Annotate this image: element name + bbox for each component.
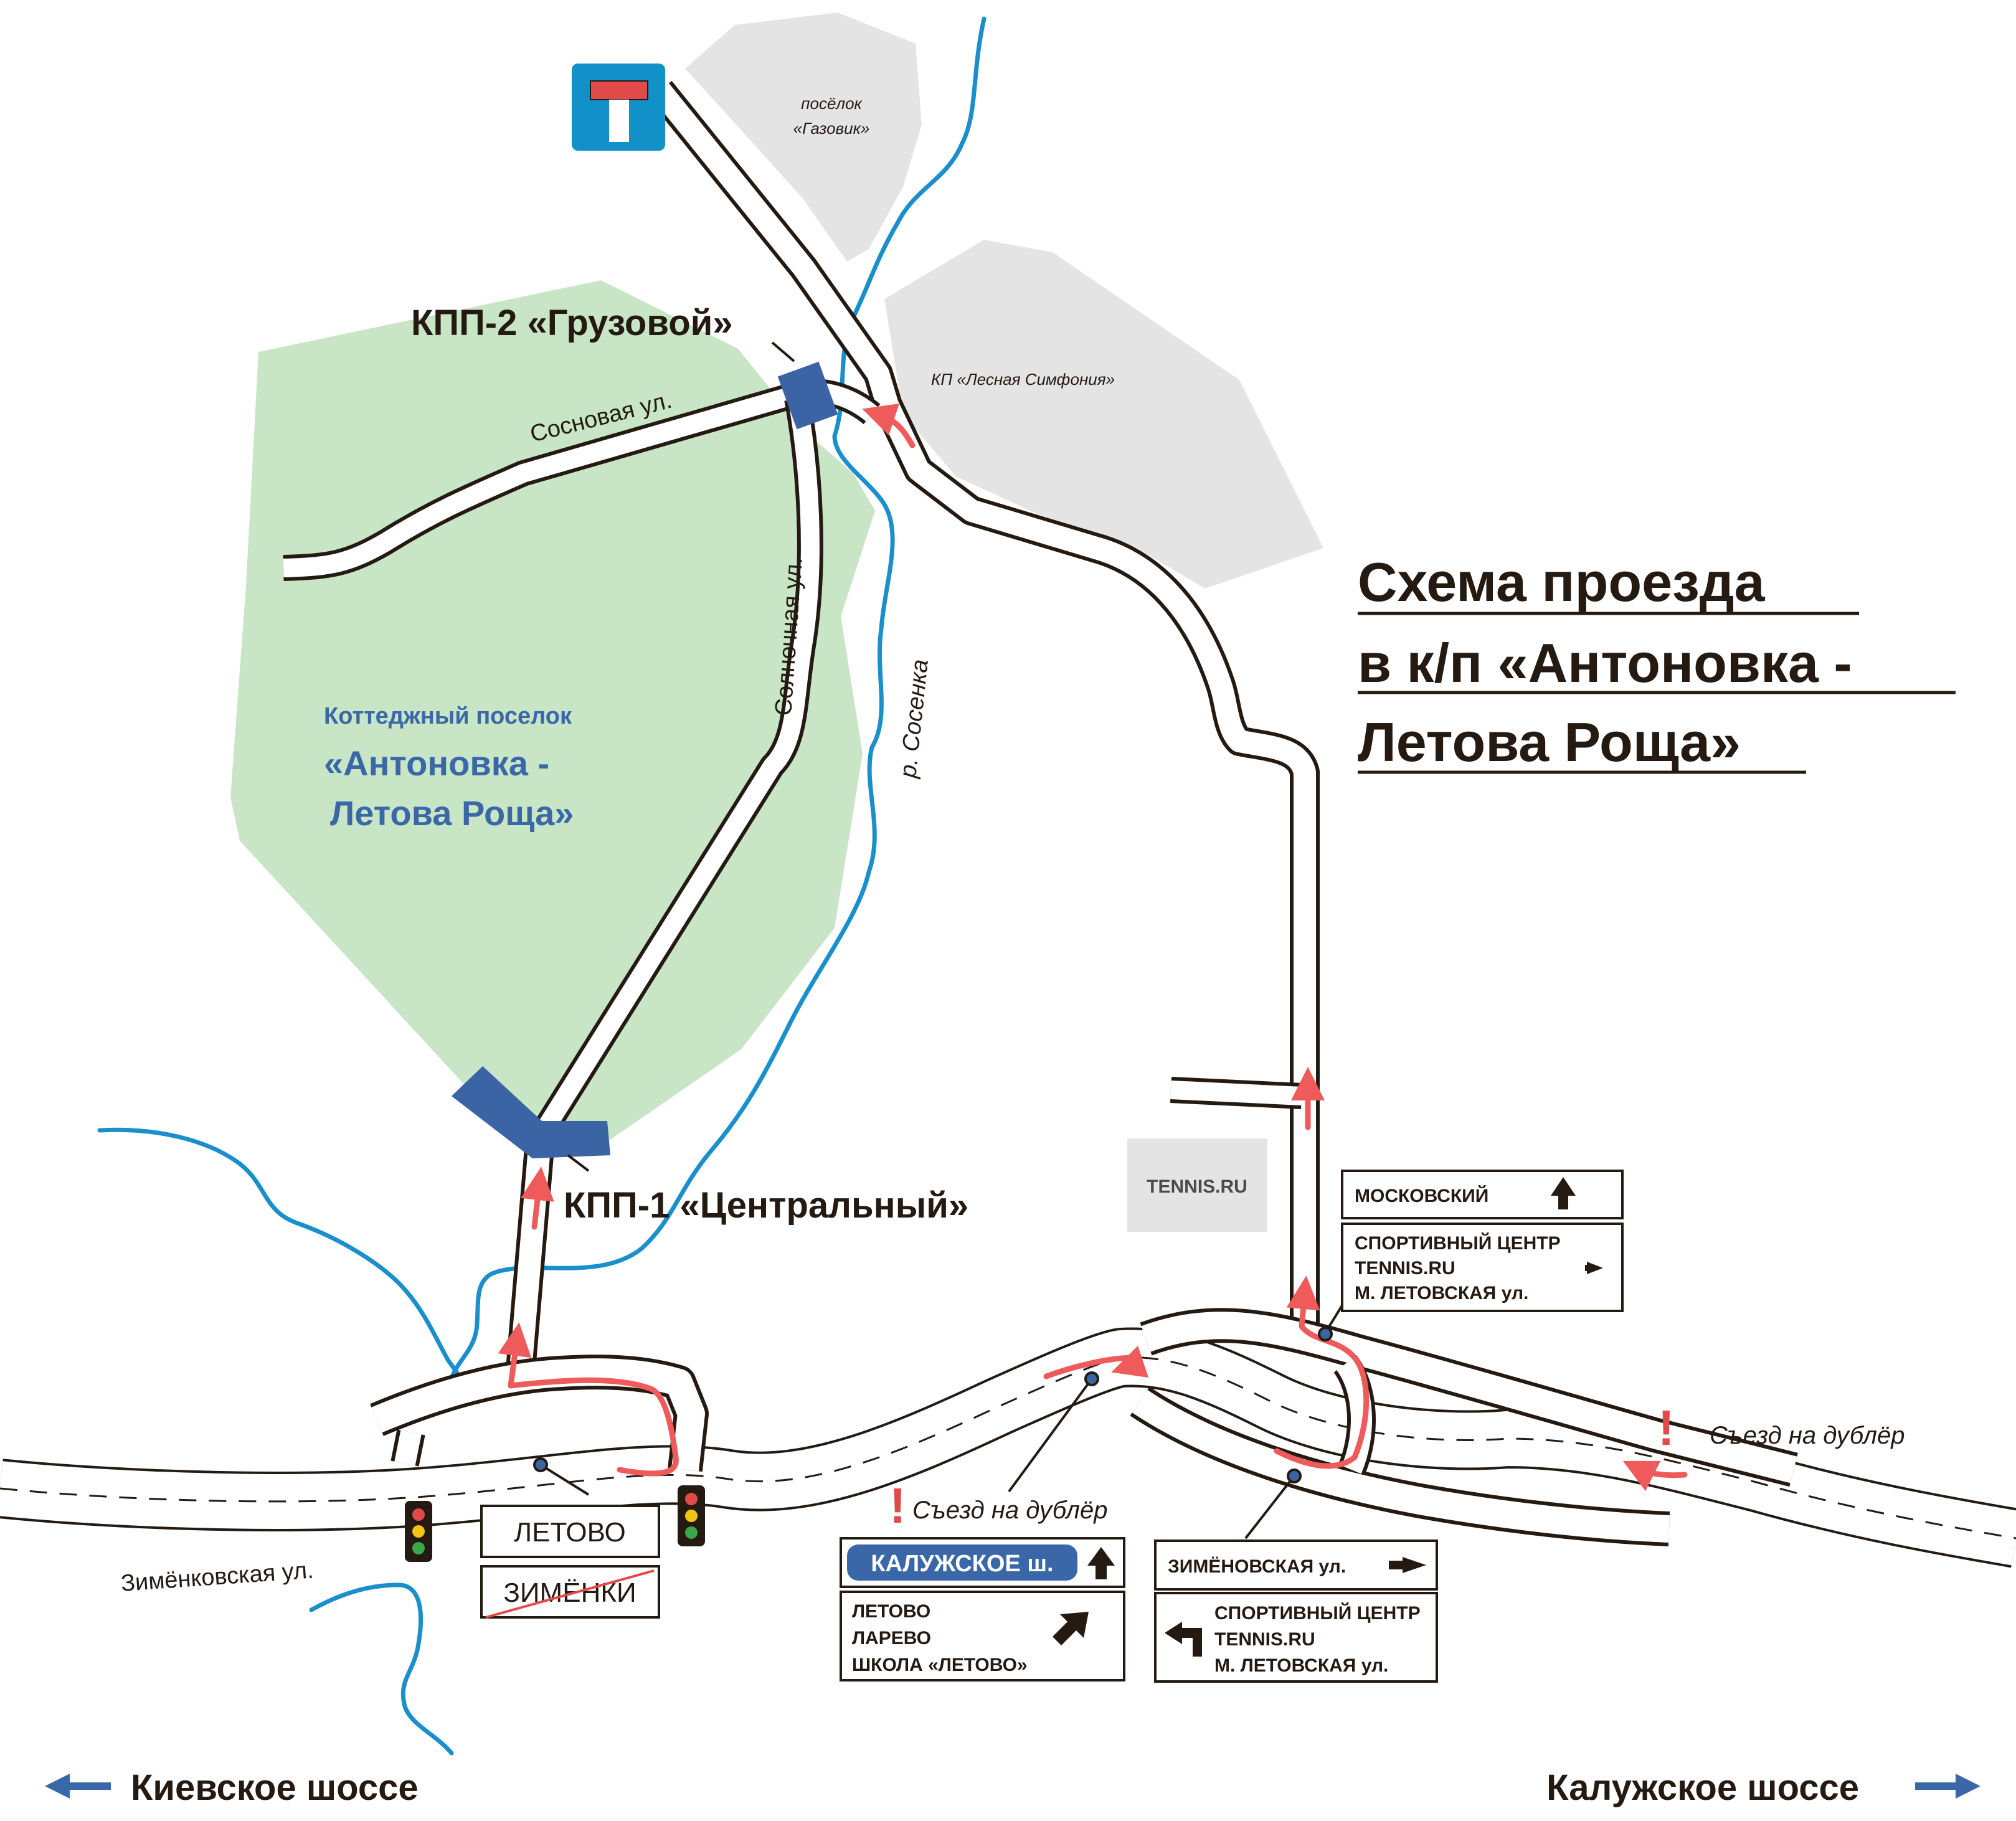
exit-text-center: Съезд на дублёр [912, 1497, 1107, 1524]
sign-zimenovskaya-label: ЗИМЁНОВСКАЯ ул. [1168, 1556, 1346, 1577]
road-kpp1 [505, 1132, 556, 1378]
highway-kaluzhskoe: Калужское шоссе [1546, 1767, 1981, 1808]
direction-arrow-icon [1053, 1612, 1089, 1645]
traffic-light-icon [678, 1485, 705, 1546]
sign-kaluzhskoe-label: КАЛУЖСКОЕ ш. [871, 1551, 1053, 1577]
road-sign-destinations: ЛЕТОВО ЛАРЕВО ШКОЛА «ЛЕТОВО» [840, 1591, 1125, 1681]
river-sosenka-upper [449, 16, 987, 1382]
road-north-east [648, 80, 1320, 1327]
village-label-line2: «Антоновка - [324, 744, 549, 783]
tennis-building [1127, 1138, 1267, 1232]
exit-label-center: ! Съезд на дублёр [889, 1478, 1107, 1533]
highway-center-line [0, 1356, 2016, 1540]
lesnaya-simfonia-area [884, 240, 1323, 589]
river-label: р. Сосенка [895, 658, 934, 780]
direction-arrow-icon [1389, 1557, 1426, 1573]
traffic-light-icon [405, 1501, 432, 1562]
exit-mark-right: ! [1658, 1400, 1675, 1455]
dead-end-road-sign-icon [572, 64, 665, 151]
exit-mark-center: ! [889, 1478, 906, 1533]
direction-arrow-icon [1585, 1262, 1603, 1274]
tennis-label: TENNIS.RU [1147, 1176, 1247, 1197]
street-label-zimenkovskaya: Зимёнковская ул. [120, 1557, 315, 1597]
sign-pointers [533, 341, 1350, 1540]
exit-text-right: Съезд на дублёр [1710, 1422, 1905, 1449]
pointer-dot-zimenovskaya [1287, 1469, 1302, 1483]
direction-arrow-icon [1087, 1547, 1115, 1579]
left-arrow-icon [45, 1774, 111, 1799]
highway-kievskoe-label: Киевское шоссе [131, 1767, 419, 1808]
direction-arrow-icon [1551, 1177, 1576, 1209]
sign-dest-line1: ЛЕТОВО [852, 1601, 930, 1622]
sign-dest-line3: ШКОЛА «ЛЕТОВО» [852, 1655, 1028, 1675]
road-solnechnaya [537, 396, 823, 1132]
river [97, 16, 987, 1756]
road-sign-zimenki: ЗИМЁНКИ [480, 1565, 660, 1619]
kpp1-label: КПП-1 «Центральный» [564, 1185, 968, 1226]
sign-moskovsky-label: МОСКОВСКИЙ [1355, 1185, 1488, 1206]
river-lower-left [309, 1582, 454, 1756]
direction-arrow-icon [1165, 1622, 1202, 1657]
title-line3: Летова Роща» [1358, 711, 1741, 773]
road-sign-moskovsky: МОСКОВСКИЙ [1341, 1170, 1624, 1219]
sign-sport-line2: TENNIS.RU [1355, 1258, 1455, 1279]
checkpoint-kpp2 [777, 361, 838, 430]
route-center-exit [1043, 1345, 1149, 1379]
sign-sport2-line1: СПОРТИВНЫЙ ЦЕНТР [1214, 1602, 1421, 1624]
highway-kievskoe: Киевское шоссе [45, 1767, 419, 1808]
forest-area [230, 280, 875, 1140]
route-arrow-kpp1 [521, 1166, 554, 1230]
exit-label-right: ! Съезд на дублёр [1658, 1400, 1905, 1455]
map-title: Схема проезда в к/п «Антоновка - Летова … [1358, 551, 1956, 774]
gazovik-settlement-area [685, 12, 922, 262]
road-sign-zimenovskaya: ЗИМЁНОВСКАЯ ул. [1154, 1540, 1438, 1591]
route-left-loop [498, 1322, 679, 1477]
area-label-gazovik-2: «Газовик» [793, 119, 870, 138]
pointer-dot-letovo [533, 1457, 548, 1472]
sign-sport-line3: М. ЛЕТОВСКАЯ ул. [1355, 1283, 1528, 1303]
village-label-line1: Коттеджный поселок [324, 703, 572, 729]
sign-dest-line2: ЛАРЕВО [852, 1628, 931, 1648]
title-line2: в к/п «Антоновка - [1358, 632, 1852, 694]
sign-sport-line1: СПОРТИВНЫЙ ЦЕНТР [1355, 1232, 1561, 1254]
road-sign-sport-center-2: СПОРТИВНЫЙ ЦЕНТР TENNIS.RU М. ЛЕТОВСКАЯ … [1154, 1592, 1438, 1683]
road-sign-sport-center-1: СПОРТИВНЫЙ ЦЕНТР TENNIS.RU М. ЛЕТОВСКАЯ … [1341, 1223, 1624, 1312]
route-arrow-kpp2 [862, 403, 916, 448]
area-label-gazovik-1: посёлок [801, 94, 863, 113]
kpp2-label: КПП-2 «Грузовой» [411, 303, 733, 343]
road-sosnovaya [283, 379, 881, 581]
checkpoint-kpp1 [452, 1066, 610, 1158]
road-sign-kaluzhskoe: КАЛУЖСКОЕ ш. [840, 1537, 1125, 1588]
pointer-dot-moskovsky [1318, 1327, 1333, 1341]
side-roads [283, 80, 1798, 1546]
pointer-dot-kaluzhskoe [1084, 1371, 1099, 1386]
village-label-line3: Летова Роща» [330, 793, 574, 833]
area-label-lesnaya: КП «Лесная Симфония» [931, 370, 1115, 389]
sign-sport2-line2: TENNIS.RU [1214, 1629, 1315, 1650]
river-left-tributary [97, 1127, 466, 1391]
highway-kaluzhskoe-label: Калужское шоссе [1546, 1767, 1859, 1808]
right-arrow-icon [1915, 1774, 1981, 1799]
sign-sport2-line3: М. ЛЕТОВСКАЯ ул. [1214, 1655, 1388, 1676]
sign-letovo-label: ЛЕТОВО [514, 1517, 625, 1548]
route-right-exit [1622, 1460, 1688, 1492]
service-road-left [370, 1355, 709, 1472]
title-line1: Схема проезда [1358, 551, 1766, 613]
road-spur-tennis [1170, 1077, 1302, 1109]
road-sign-letovo: ЛЕТОВО [480, 1505, 660, 1558]
